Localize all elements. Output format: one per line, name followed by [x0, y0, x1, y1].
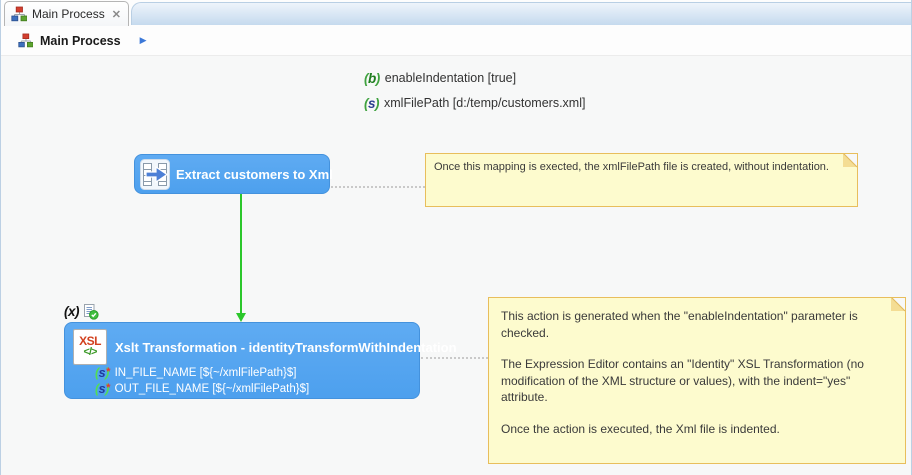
- note-connector-line: [421, 357, 488, 359]
- string-type-icon: (s): [364, 95, 380, 111]
- breadcrumb-expand-arrow[interactable]: ▶: [139, 35, 147, 45]
- string-type-required-icon: (s)*: [95, 382, 110, 396]
- mapping-export-icon: [140, 158, 170, 190]
- flow-arrow-head: [235, 313, 246, 322]
- step-title: Xslt Transformation - identityTransformW…: [115, 339, 457, 355]
- variable-xmlFilePath[interactable]: (s) xmlFilePath [d:/temp/customers.xml]: [364, 94, 585, 112]
- close-icon[interactable]: ✕: [111, 8, 121, 21]
- boolean-type-icon: (b): [364, 70, 380, 86]
- sticky-note-2[interactable]: This action is generated when the "enabl…: [488, 297, 906, 464]
- parameter-text: IN_FILE_NAME [${~/xmlFilePath}$]: [114, 367, 297, 379]
- process-canvas[interactable]: (b) enableIndentation [true] (s) xmlFile…: [1, 56, 911, 475]
- step-parameter-in-file[interactable]: (s)* IN_FILE_NAME [${~/xmlFilePath}$]: [95, 365, 411, 381]
- string-type-required-icon: (s)*: [95, 366, 110, 380]
- parameter-text: OUT_FILE_NAME [${~/xmlFilePath}$]: [114, 383, 310, 395]
- note-paragraph: The Expression Editor contains an "Ident…: [501, 357, 864, 405]
- variable-text: xmlFilePath [d:/temp/customers.xml]: [384, 96, 586, 110]
- variable-enableIndentation[interactable]: (b) enableIndentation [true]: [364, 69, 516, 87]
- step-xslt-transformation[interactable]: XSL </> Xslt Transformation - identityTr…: [64, 322, 457, 399]
- note-fold-corner: [843, 154, 857, 168]
- xsl-document-icon: XSL </>: [73, 329, 107, 365]
- flow-arrow-line: [240, 194, 242, 314]
- tab-title: Main Process: [32, 7, 105, 21]
- sticky-note-1[interactable]: Once this mapping is exected, the xmlFil…: [425, 153, 858, 207]
- process-tree-icon: [18, 33, 33, 48]
- step-parameter-out-file[interactable]: (s)* OUT_FILE_NAME [${~/xmlFilePath}$]: [95, 381, 411, 397]
- editor-tabbar: Main Process ✕: [1, 0, 911, 26]
- variable-text: enableIndentation [true]: [384, 71, 517, 85]
- note-text: Once this mapping is exected, the xmlFil…: [434, 161, 829, 173]
- step-extract-customers[interactable]: Extract customers to Xml: [134, 154, 333, 194]
- note-fold-corner: [891, 298, 905, 312]
- tabbar-empty-area: [131, 2, 911, 25]
- breadcrumb: Main Process ▶: [1, 26, 911, 56]
- tab-main-process[interactable]: Main Process ✕: [4, 1, 129, 26]
- note-paragraph: This action is generated when the "enabl…: [501, 309, 858, 340]
- note-paragraph: Once the action is executed, the Xml fil…: [501, 421, 780, 436]
- breadcrumb-title: Main Process: [40, 33, 121, 48]
- document-check-icon: [82, 303, 99, 320]
- step2-generated-annotation: (x): [64, 302, 99, 320]
- expression-type-icon: (x): [64, 303, 80, 319]
- step-title: Extract customers to Xml: [176, 166, 333, 182]
- note-connector-line: [331, 186, 425, 188]
- process-tree-icon: [11, 6, 27, 22]
